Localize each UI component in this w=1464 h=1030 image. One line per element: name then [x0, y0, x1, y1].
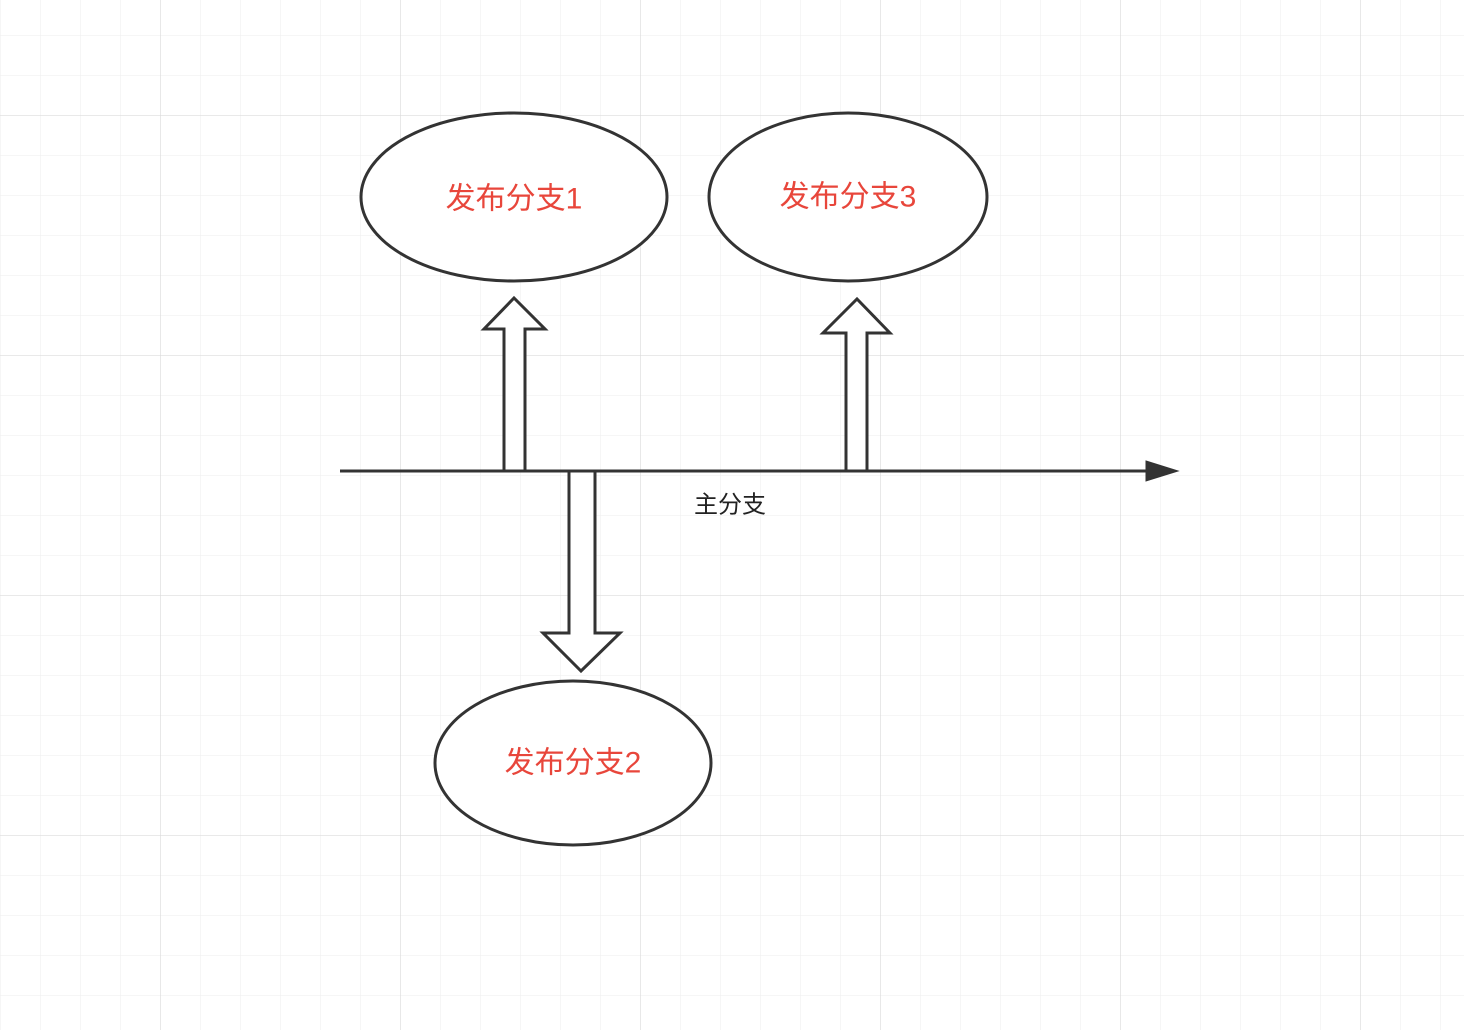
up-arrow-to-branch-3[interactable] [819, 296, 894, 473]
branch-node-2[interactable]: 发布分支2 [433, 679, 713, 847]
main-branch-edge[interactable] [340, 460, 1180, 482]
main-branch-arrowhead [1145, 460, 1180, 482]
main-branch-label: 主分支 [694, 492, 766, 519]
branch-node-2-shape [433, 679, 713, 847]
down-arrow-to-branch-2[interactable] [539, 469, 624, 674]
branch-node-1-shape [359, 111, 669, 283]
branch-node-1[interactable]: 发布分支1 [359, 111, 669, 283]
branch-node-3[interactable]: 发布分支3 [707, 111, 989, 283]
branch-node-3-label: 发布分支3 [780, 181, 917, 214]
branch-node-3-shape [707, 111, 989, 283]
branch-node-2-label: 发布分支2 [505, 747, 642, 780]
up-arrow-to-branch-1[interactable] [480, 295, 549, 473]
branch-node-1-label: 发布分支1 [446, 183, 583, 216]
